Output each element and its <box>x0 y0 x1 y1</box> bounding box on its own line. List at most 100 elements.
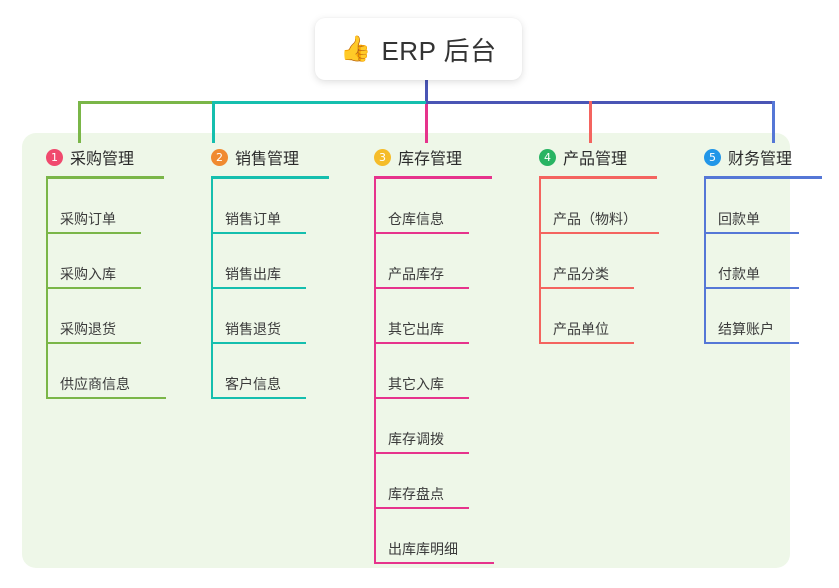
leaf-rule <box>374 342 469 344</box>
leaf-list-1: 采购订单采购入库采购退货供应商信息 <box>34 179 166 399</box>
leaf-label: 客户信息 <box>225 376 281 392</box>
leaf-list-4: 产品（物料） 产品分类产品单位 <box>527 179 659 344</box>
leaf-rule <box>539 232 659 234</box>
leaf-rule <box>539 342 634 344</box>
leaf-item[interactable]: 其它出库 <box>362 289 492 344</box>
leaf-rule <box>46 287 141 289</box>
leaf-label: 产品（物料） <box>553 211 637 227</box>
leaf-rule <box>374 452 469 454</box>
connector-drop-2 <box>212 101 215 143</box>
diagram-panel <box>22 133 790 568</box>
leaf-label: 采购入库 <box>60 266 116 282</box>
thumbs-up-icon: 👍 <box>340 34 372 63</box>
leaf-item[interactable]: 采购入库 <box>34 234 164 289</box>
root-connector-drop <box>425 80 428 104</box>
leaf-rule <box>211 397 306 399</box>
category-rule-4 <box>539 176 657 179</box>
leaf-item[interactable]: 库存调拨 <box>362 399 492 454</box>
leaf-item[interactable]: 出库库明细 <box>362 509 494 564</box>
leaf-rule <box>374 562 494 564</box>
leaf-rule <box>46 342 141 344</box>
leaf-list-3: 仓库信息产品库存其它出库其它入库库存调拨库存盘点出库库明细 <box>362 179 494 564</box>
leaf-item[interactable]: 库存盘点 <box>362 454 492 509</box>
leaf-item[interactable]: 产品库存 <box>362 234 492 289</box>
leaf-trunk-3 <box>374 179 376 564</box>
leaf-label: 产品库存 <box>388 266 444 282</box>
connector-bus-segment <box>426 101 775 104</box>
leaf-label: 库存盘点 <box>388 486 444 502</box>
category-badge-1: 1 <box>46 148 63 166</box>
leaf-rule <box>46 232 141 234</box>
category-column-4: 4 产品管理产品（物料） 产品分类产品单位 <box>527 146 659 344</box>
leaf-rule <box>539 287 634 289</box>
leaf-trunk-2 <box>211 179 213 399</box>
leaf-rule <box>704 232 799 234</box>
category-header-4[interactable]: 4 产品管理 <box>527 146 657 168</box>
leaf-item[interactable]: 销售退货 <box>199 289 329 344</box>
leaf-item[interactable]: 产品单位 <box>527 289 657 344</box>
leaf-item[interactable]: 仓库信息 <box>362 179 492 234</box>
leaf-rule <box>374 232 469 234</box>
leaf-item[interactable]: 产品分类 <box>527 234 657 289</box>
leaf-list-2: 销售订单销售出库销售退货客户信息 <box>199 179 329 399</box>
root-node-label: ERP 后台 <box>381 35 497 66</box>
leaf-item[interactable]: 其它入库 <box>362 344 492 399</box>
leaf-rule <box>374 287 469 289</box>
leaf-label: 出库库明细 <box>388 541 458 557</box>
leaf-label: 仓库信息 <box>388 211 444 227</box>
connector-drop-1 <box>78 101 81 143</box>
leaf-rule <box>211 232 306 234</box>
leaf-item[interactable]: 回款单 <box>692 179 822 234</box>
leaf-label: 回款单 <box>718 211 760 227</box>
leaf-label: 销售订单 <box>225 211 281 227</box>
leaf-label: 库存调拨 <box>388 431 444 447</box>
connector-bus-segment <box>212 101 426 104</box>
connector-bus-segment <box>78 101 212 104</box>
leaf-item[interactable]: 销售出库 <box>199 234 329 289</box>
leaf-item[interactable]: 销售订单 <box>199 179 329 234</box>
leaf-list-5: 回款单付款单结算账户 <box>692 179 822 344</box>
category-rule-3 <box>374 176 492 179</box>
leaf-label: 结算账户 <box>718 321 774 337</box>
category-column-1: 1 采购管理采购订单采购入库采购退货供应商信息 <box>34 146 166 399</box>
category-rule-5 <box>704 176 822 179</box>
leaf-label: 其它出库 <box>388 321 444 337</box>
leaf-item[interactable]: 客户信息 <box>199 344 329 399</box>
category-title-4: 产品管理 <box>563 151 628 168</box>
root-node-erp-backend[interactable]: 👍 ERP 后台 <box>315 18 522 80</box>
category-title-1: 采购管理 <box>70 151 135 168</box>
leaf-rule <box>704 287 799 289</box>
leaf-label: 其它入库 <box>388 376 444 392</box>
leaf-trunk-4 <box>539 179 541 344</box>
category-header-1[interactable]: 1 采购管理 <box>34 146 164 168</box>
leaf-label: 销售出库 <box>225 266 281 282</box>
leaf-item[interactable]: 采购退货 <box>34 289 164 344</box>
category-rule-1 <box>46 176 164 179</box>
leaf-label: 产品单位 <box>553 321 609 337</box>
leaf-item[interactable]: 产品（物料） <box>527 179 659 234</box>
leaf-label: 销售退货 <box>225 321 281 337</box>
leaf-item[interactable]: 结算账户 <box>692 289 822 344</box>
leaf-item[interactable]: 付款单 <box>692 234 822 289</box>
category-title-2: 销售管理 <box>235 151 300 168</box>
leaf-label: 采购退货 <box>60 321 116 337</box>
category-badge-3: 3 <box>374 148 391 166</box>
leaf-trunk-1 <box>46 179 48 399</box>
category-badge-4: 4 <box>539 148 556 166</box>
connector-drop-5 <box>772 101 775 143</box>
leaf-item[interactable]: 供应商信息 <box>34 344 166 399</box>
leaf-rule <box>211 342 306 344</box>
leaf-rule <box>374 507 469 509</box>
category-badge-5: 5 <box>704 148 721 166</box>
category-rule-2 <box>211 176 329 179</box>
leaf-item[interactable]: 采购订单 <box>34 179 164 234</box>
leaf-label: 供应商信息 <box>60 376 130 392</box>
leaf-rule <box>46 397 166 399</box>
leaf-label: 产品分类 <box>553 266 609 282</box>
